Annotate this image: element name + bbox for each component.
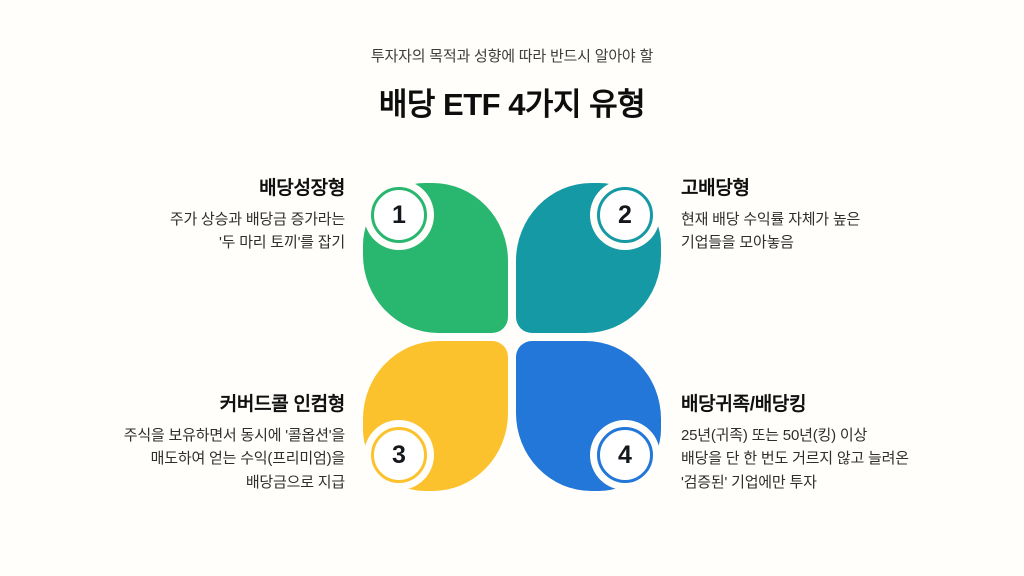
quadrant-text-bottom-left: 커버드콜 인컴형 주식을 보유하면서 동시에 '콜옵션'을 매도하여 얻는 수익… (35, 389, 346, 494)
number-badge-3: 3 (371, 427, 427, 483)
quadrant-1-title: 배당성장형 (259, 178, 345, 199)
quadrant-1-description: 주가 상승과 배당금 증가라는 '두 마리 토끼'를 잡기 (169, 211, 345, 252)
number-badge-2: 2 (597, 187, 653, 243)
page-subtitle: 투자자의 목적과 성향에 따라 반드시 알아야 할 (370, 48, 654, 65)
quadrant-3-title: 커버드콜 인컴형 (219, 394, 346, 415)
quadrant-text-top-right: 고배당형 현재 배당 수익률 자체가 높은 기업들을 모아놓음 (681, 173, 991, 255)
petal-diagram: 1 2 3 4 (363, 183, 661, 491)
quadrant-2-title: 고배당형 (681, 178, 750, 199)
quadrant-4-description: 25년(귀족) 또는 50년(킹) 이상 배당을 단 한 번도 거르지 않고 늘… (681, 427, 909, 491)
quadrant-2-description: 현재 배당 수익률 자체가 높은 기업들을 모아놓음 (681, 211, 861, 252)
quadrant-3-description: 주식을 보유하면서 동시에 '콜옵션'을 매도하여 얻는 수익(프리미엄)을 배… (123, 427, 345, 491)
number-badge-1: 1 (371, 187, 427, 243)
quadrant-4-title: 배당귀족/배당킹 (681, 394, 807, 415)
header: 투자자의 목적과 성향에 따라 반드시 알아야 할 배당 ETF 4가지 유형 (0, 45, 1024, 124)
page-title: 배당 ETF 4가지 유형 (378, 87, 646, 122)
number-badge-4: 4 (597, 427, 653, 483)
quadrant-text-bottom-right: 배당귀족/배당킹 25년(귀족) 또는 50년(킹) 이상 배당을 단 한 번도… (681, 389, 991, 494)
quadrant-text-top-left: 배당성장형 주가 상승과 배당금 증가라는 '두 마리 토끼'를 잡기 (35, 173, 345, 255)
